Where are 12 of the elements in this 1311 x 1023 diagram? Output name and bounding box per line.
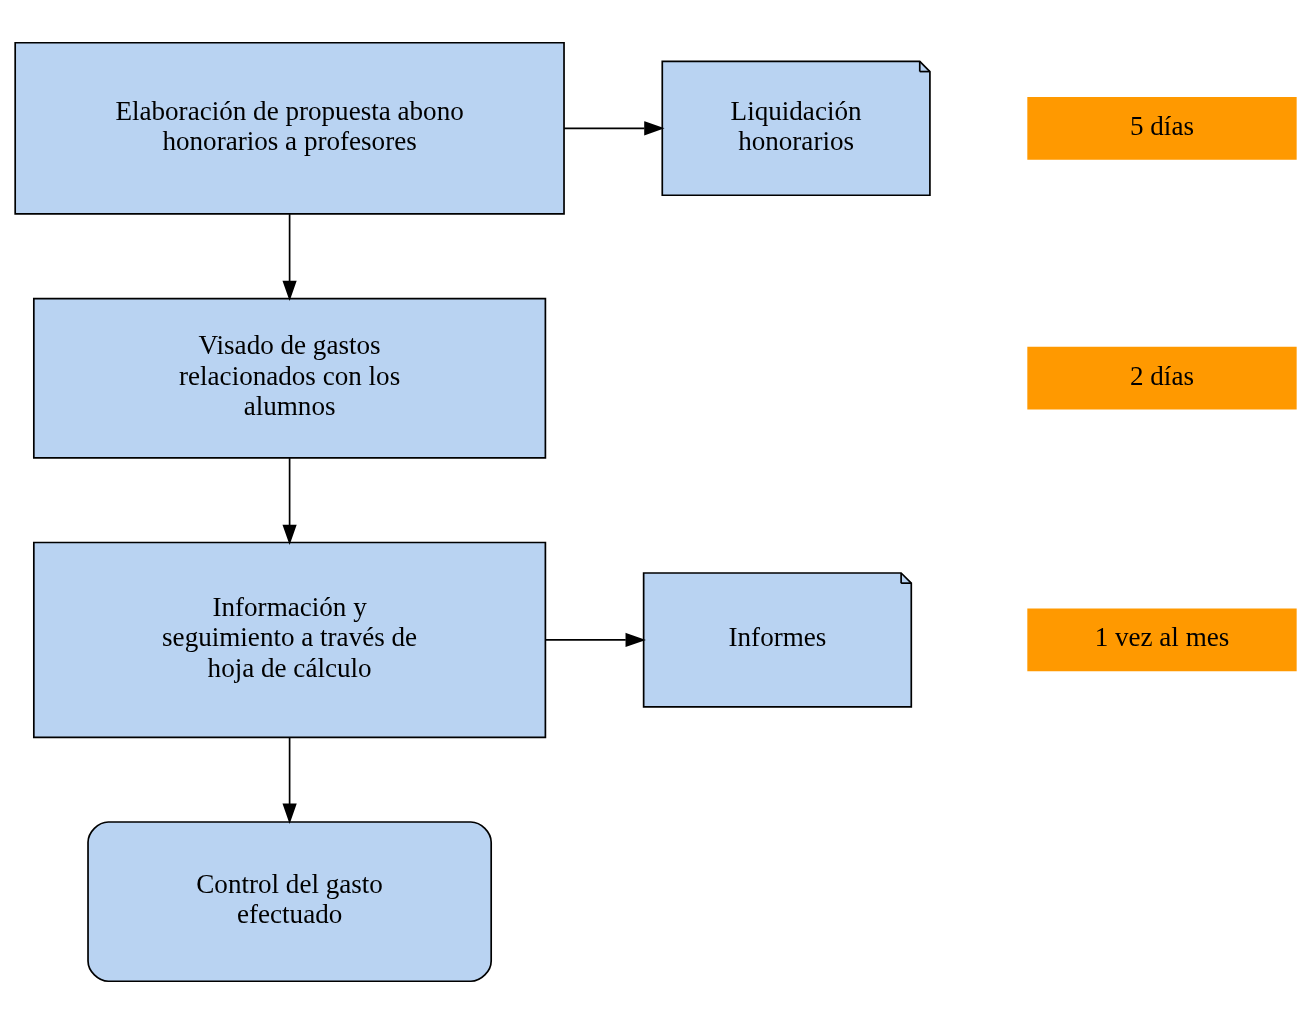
node-box: Control del gasto efectuado (87, 820, 493, 982)
node-box: 5 días (1027, 96, 1297, 160)
node-box: 2 días (1027, 346, 1297, 409)
node-box: 1 vez al mes (1027, 608, 1297, 671)
arrow (282, 456, 297, 545)
arrow (563, 120, 665, 135)
node-box: Visado de gastos relacionados con los alumnos (32, 297, 547, 459)
node-box: Elaboración de propuesta abono honorarios a profesores (14, 41, 565, 215)
arrow (544, 632, 646, 647)
node-box: Información y seguimiento a través de hoja de cálculo (32, 541, 547, 738)
arrow (282, 736, 297, 824)
arrow (282, 212, 297, 301)
